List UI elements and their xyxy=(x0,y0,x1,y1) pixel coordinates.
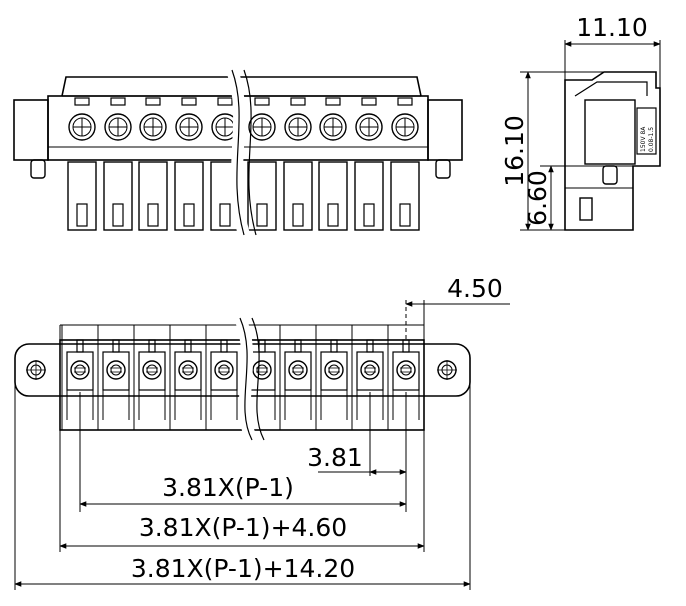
top-terminal xyxy=(61,325,94,430)
top-terminal xyxy=(205,325,238,430)
dim-side-height: 16.10 xyxy=(500,115,529,187)
front-terminal xyxy=(390,97,420,231)
side-view: 150V 8A 0.08-1.5 11.10 16.10 6.60 xyxy=(500,13,661,231)
front-terminal xyxy=(67,97,97,231)
top-terminal xyxy=(315,325,348,430)
dim-side-pin: 6.60 xyxy=(523,170,552,226)
side-rating-label: 150V 8A xyxy=(640,126,647,152)
front-terminal xyxy=(103,97,133,231)
top-terminal xyxy=(387,325,420,430)
top-terminal xyxy=(97,325,130,430)
front-terminal xyxy=(247,97,277,231)
front-terminal xyxy=(138,97,168,231)
dim-side-width: 11.10 xyxy=(576,13,648,42)
front-terminal xyxy=(318,97,348,231)
dim-pitch: 3.81 xyxy=(307,443,363,472)
top-terminal xyxy=(133,325,166,430)
right-mounting-hole xyxy=(437,360,457,380)
front-view xyxy=(13,67,463,237)
front-terminal xyxy=(174,97,204,231)
dim-span-overall: 3.81X(P-1)+14.20 xyxy=(131,554,355,583)
left-mounting-hole xyxy=(26,360,46,380)
dim-span-body: 3.81X(P-1)+4.60 xyxy=(139,513,347,542)
top-view: 4.50 3.81 3.81X(P-1) 3.81X(P-1)+4.60 3.8… xyxy=(14,274,510,590)
top-terminal xyxy=(279,325,312,430)
front-terminal xyxy=(283,97,313,231)
dim-span-pins: 3.81X(P-1) xyxy=(162,473,294,502)
top-screw-terminals xyxy=(61,325,420,430)
side-wire-range-label: 0.08-1.5 xyxy=(648,127,655,152)
front-terminal xyxy=(354,97,384,231)
dim-edge-offset: 4.50 xyxy=(447,274,503,303)
top-terminal xyxy=(169,325,202,430)
top-terminal xyxy=(351,325,384,430)
front-wire-entries xyxy=(67,97,420,231)
